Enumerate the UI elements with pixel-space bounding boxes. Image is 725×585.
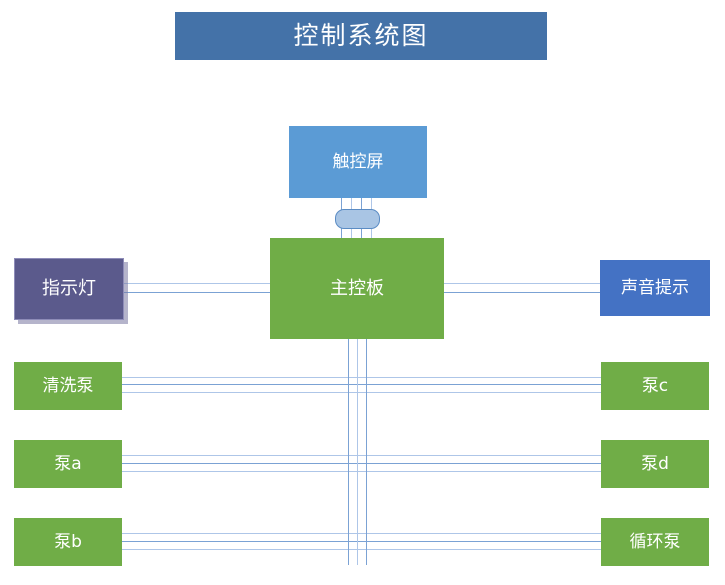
wire-row2-1: [122, 455, 601, 456]
wire-indicator-to-board-2: [124, 292, 272, 293]
wire-board-to-sound-2: [444, 292, 601, 293]
node-pump-a[interactable]: 泵a: [14, 440, 122, 488]
ribbon-cable-capsule-icon: [335, 209, 380, 229]
wire-row1-1: [122, 377, 601, 378]
node-indicator-light[interactable]: 指示灯: [14, 258, 124, 320]
wire-indicator-to-board-1: [124, 283, 272, 284]
wire-board-to-sound-1: [444, 283, 601, 284]
node-touchscreen[interactable]: 触控屏: [289, 126, 427, 198]
node-sound-prompt[interactable]: 声音提示: [600, 260, 710, 316]
node-pump-c[interactable]: 泵c: [601, 362, 709, 410]
wire-row1-3: [122, 392, 601, 393]
node-pump-wash[interactable]: 清洗泵: [14, 362, 122, 410]
wire-row3-2: [122, 541, 601, 542]
node-pump-d[interactable]: 泵d: [601, 440, 709, 488]
wire-row2-3: [122, 471, 601, 472]
diagram-title-banner: 控制系统图: [175, 12, 547, 60]
wire-bus-vertical-3: [366, 339, 367, 565]
wire-row3-3: [122, 549, 601, 550]
wire-bus-vertical-2: [357, 339, 358, 565]
node-pump-b[interactable]: 泵b: [14, 518, 122, 566]
wire-bus-vertical-1: [348, 339, 349, 565]
wire-row2-2: [122, 463, 601, 464]
wire-row1-2: [122, 384, 601, 385]
node-pump-circulation[interactable]: 循环泵: [601, 518, 709, 566]
wire-row3-1: [122, 533, 601, 534]
node-main-control-board[interactable]: 主控板: [270, 238, 444, 339]
